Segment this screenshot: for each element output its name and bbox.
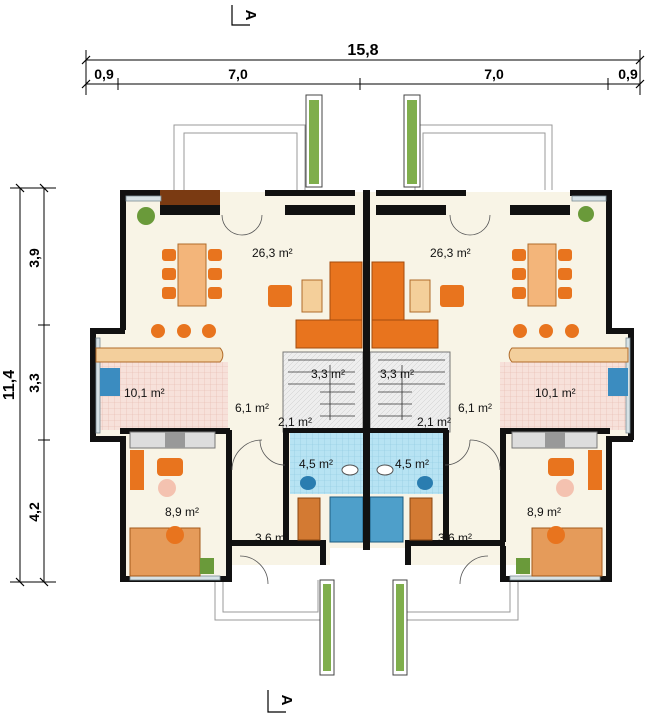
kitchen-right-furniture: [508, 324, 629, 449]
width-label-1: 0,9: [94, 66, 114, 82]
area-room-left: 8,9 m²: [165, 505, 199, 519]
kitchen-left-furniture: [95, 324, 224, 449]
toilet-right: [376, 464, 394, 476]
area-stairs-right: 3,3 m²: [380, 367, 414, 381]
toilet-left: [341, 464, 359, 476]
shower-right: [369, 496, 404, 543]
area-room-right: 8,9 m²: [527, 505, 561, 519]
walls: [90, 190, 634, 582]
area-bath-left: 4,5 m²: [299, 457, 333, 471]
section-mark-top: A: [231, 5, 259, 26]
area-closet-left: 2,1 m²: [278, 415, 312, 429]
width-label-3: 7,0: [484, 66, 504, 82]
dining-left: [162, 243, 222, 307]
svg-text:A: A: [278, 695, 295, 706]
total-depth-label: 11,4: [1, 370, 18, 400]
area-kitchen-left: 10,1 m²: [124, 386, 165, 400]
area-kitchen-right: 10,1 m²: [535, 386, 576, 400]
depth-label-2: 3,3: [26, 373, 42, 393]
entry-cabinets: [297, 497, 433, 541]
plants: [137, 206, 594, 225]
stair-lines: [288, 359, 445, 420]
width-label-4: 0,9: [618, 66, 638, 82]
area-hall-right: 6,1 m²: [458, 401, 492, 415]
area-hall-left: 6,1 m²: [235, 401, 269, 415]
dining-right: [512, 243, 572, 307]
door-swings: [221, 214, 501, 585]
depth-label-1: 3,9: [26, 248, 42, 268]
shower-left: [329, 496, 364, 543]
room-left-furniture: [129, 450, 214, 577]
basin-right: [417, 476, 433, 490]
bottom-terraces: [214, 580, 519, 621]
dimension-lines: [10, 50, 645, 587]
bottom-planters: [319, 579, 408, 676]
area-closet-right: 2,1 m²: [417, 415, 451, 429]
area-living-left: 26,3 m²: [252, 246, 293, 260]
area-entry-left: 3,6 m²: [255, 531, 289, 545]
lounge-right: [371, 261, 464, 349]
lounge-left: [268, 261, 363, 349]
total-width-label: 15,8: [347, 42, 378, 59]
room-right-furniture: [516, 450, 603, 577]
area-bath-right: 4,5 m²: [395, 457, 429, 471]
area-entry-right: 3,6 m²: [438, 531, 472, 545]
top-terraces: [173, 124, 553, 190]
kitchen-floor-right: [500, 362, 628, 430]
depth-label-3: 4,2: [26, 502, 42, 522]
area-stairs-left: 3,3 m²: [311, 367, 345, 381]
svg-text:A: A: [242, 10, 259, 21]
area-living-right: 26,3 m²: [430, 246, 471, 260]
basin-left: [300, 476, 316, 490]
width-label-2: 7,0: [228, 66, 248, 82]
section-mark-bottom: A: [267, 690, 295, 713]
top-planters: [305, 94, 421, 188]
